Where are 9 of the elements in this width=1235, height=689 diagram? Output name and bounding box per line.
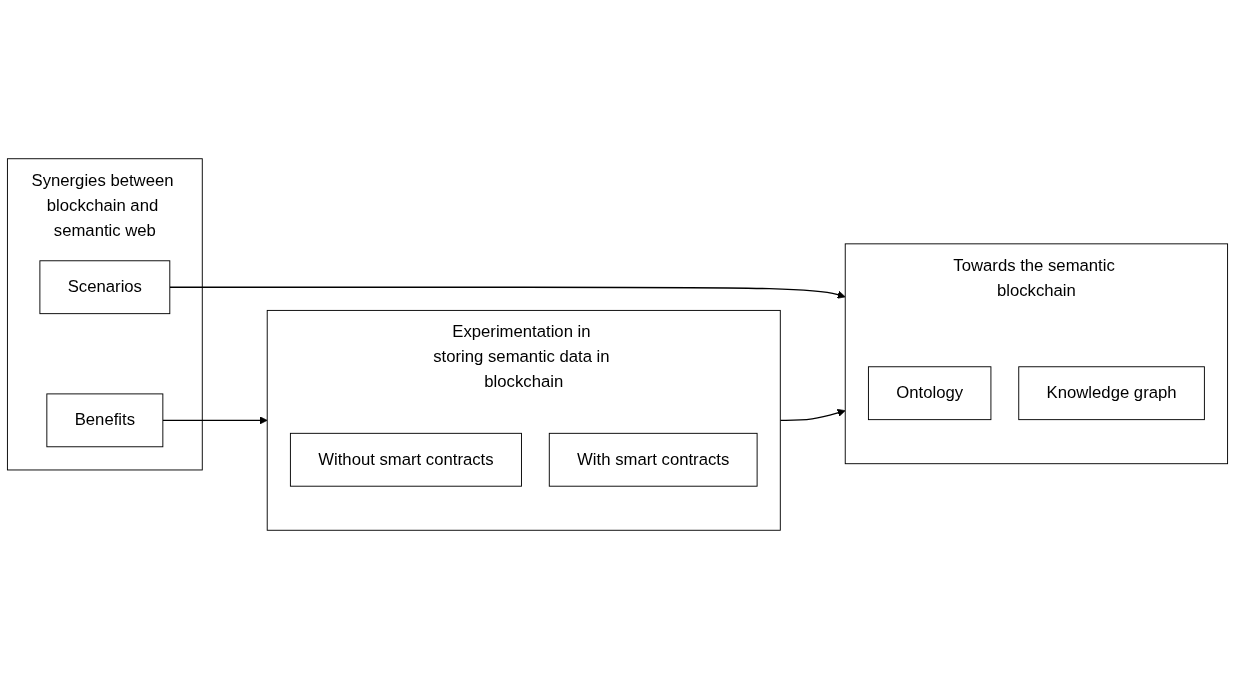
node-box: Ontology <box>867 366 992 421</box>
arrow <box>779 408 846 422</box>
node-box: Knowledge graph <box>1018 366 1205 421</box>
node-box: With smart contracts <box>548 432 758 487</box>
node-box: Benefits <box>46 393 164 448</box>
node-box: Scenarios <box>39 260 171 315</box>
node-box: Without smart contracts <box>289 432 522 487</box>
arrow <box>162 416 268 425</box>
arrow <box>169 286 846 299</box>
